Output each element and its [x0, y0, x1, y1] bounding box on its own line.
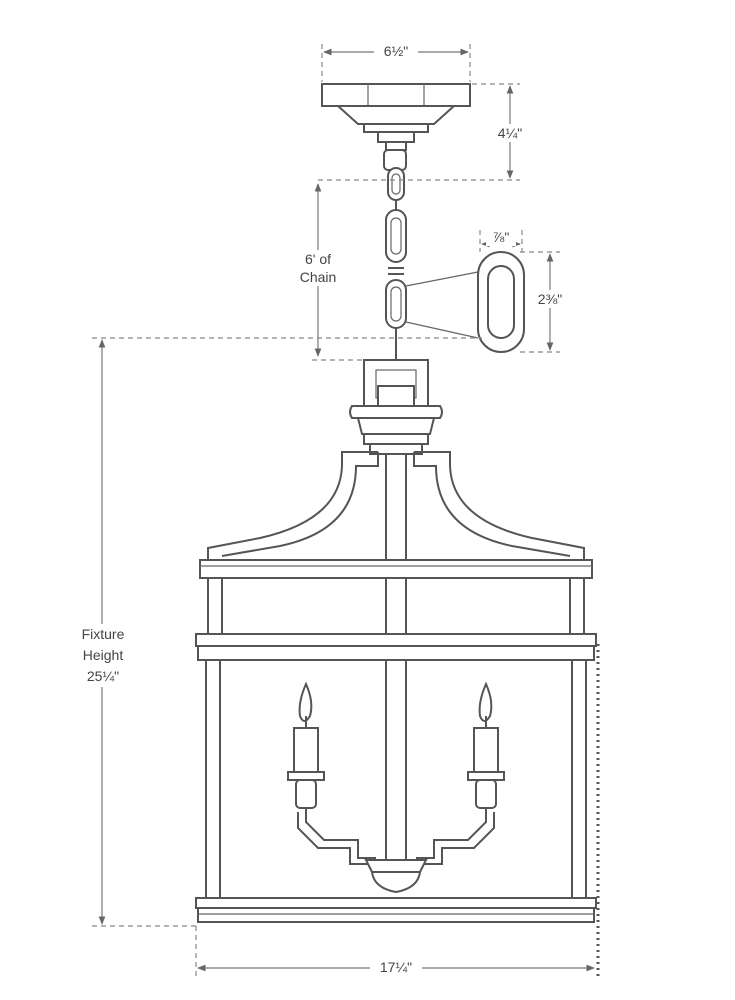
link-width-label: ⅞"	[486, 228, 516, 246]
hanger-loop	[363, 359, 429, 407]
fixture-height-label: Fixture Height 25¼"	[70, 624, 136, 687]
canopy	[321, 83, 471, 151]
chain	[383, 149, 407, 360]
canopy-width-label: 6½"	[374, 42, 418, 60]
candle-arms	[287, 681, 505, 894]
chain-length-label: 6' of Chain	[284, 250, 352, 286]
top-cap	[349, 405, 443, 455]
canopy-height-label: 4¼"	[488, 124, 532, 142]
chain-link-detail	[405, 251, 525, 353]
frame-body	[195, 559, 597, 923]
link-height-label: 2⅜"	[528, 290, 572, 308]
frame-roof	[207, 451, 585, 560]
fixture-width-label: 17¼"	[370, 958, 422, 976]
